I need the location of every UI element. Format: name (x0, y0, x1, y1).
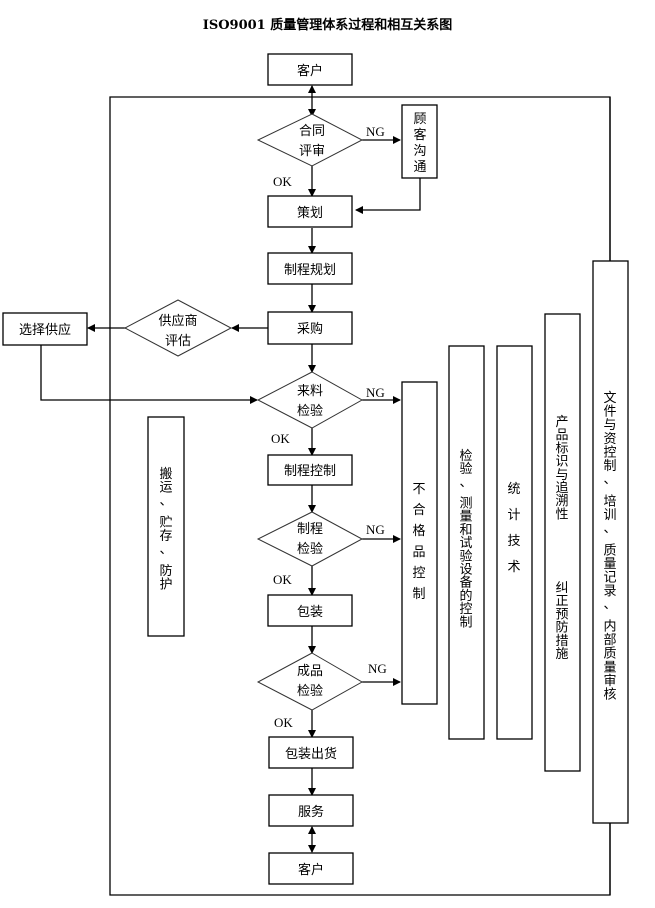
node-supplier-evaluation[interactable]: 供应商 评估 (123, 299, 233, 357)
node-label-line1: 成品 (297, 664, 323, 679)
node-label: 制程控制 (284, 464, 336, 479)
node-customer-bottom[interactable]: 客户 (268, 852, 354, 885)
node-label-line1: 制程 (297, 522, 323, 537)
node-document-control[interactable]: 文件与资控制、培训、质量记录、内部质量审核 (592, 260, 629, 824)
node-label: 检验、测量和试验设备的控制 (459, 449, 472, 630)
node-purchasing[interactable]: 采购 (267, 311, 353, 345)
node-label-line2: 检验 (297, 403, 323, 419)
node-handling-storage[interactable]: 搬运、贮存、防护 (147, 416, 185, 637)
node-incoming-inspection[interactable]: 来料 检验 (256, 371, 364, 429)
node-label: 策划 (297, 205, 323, 221)
ok-label-final: OK (274, 715, 293, 730)
edge-select-incoming (40, 345, 258, 404)
ok-label-contract: OK (273, 174, 292, 189)
system-boundary (109, 96, 611, 896)
node-process-planning[interactable]: 制程规划 (267, 252, 353, 285)
node-label: 客户 (298, 862, 324, 878)
node-label-line2: 评审 (299, 144, 325, 159)
node-label: 包装 (297, 605, 323, 620)
node-customer-communication[interactable]: 顾客沟通 (401, 104, 438, 179)
node-label: 客户 (297, 63, 323, 79)
edge-communication-planning (355, 178, 421, 214)
node-nonconforming-control[interactable]: 不合格品控制 (401, 381, 438, 705)
node-service[interactable]: 服务 (268, 794, 354, 827)
node-label: 选择供应 (19, 322, 71, 338)
node-label-line2: 评估 (165, 334, 191, 349)
node-label: 产品标识与追溯性 (555, 415, 568, 522)
connectors (40, 85, 611, 895)
node-label: 包装出货 (285, 746, 337, 762)
ng-label-contract: NG (366, 124, 385, 139)
ok-label-process: OK (273, 572, 292, 587)
node-label: 不合格品控制 (412, 482, 425, 602)
node-process-control[interactable]: 制程控制 (267, 454, 353, 486)
node-packaging[interactable]: 包装 (267, 594, 353, 627)
node-statistical-techniques[interactable]: 统计技术 (496, 345, 533, 740)
node-customer-top[interactable]: 客户 (267, 53, 353, 86)
ok-label-incoming: OK (271, 431, 290, 446)
node-label: 统计技术 (507, 482, 520, 575)
node-label-line1: 来料 (297, 384, 323, 399)
node-planning[interactable]: 策划 (267, 195, 353, 228)
node-label: 顾客沟通 (413, 112, 426, 175)
node-label: 文件与资控制、培训、质量记录、内部质量审核 (603, 391, 616, 702)
node-label-line1: 合同 (299, 124, 325, 139)
node-label-line1: 供应商 (158, 313, 197, 329)
node-select-supplier[interactable]: 选择供应 (2, 312, 88, 346)
node-label: 搬运、贮存、防护 (159, 467, 172, 593)
node-label: 采购 (297, 321, 323, 337)
ng-label-incoming: NG (366, 385, 385, 400)
node-packing-shipping[interactable]: 包装出货 (268, 736, 354, 769)
node-process-inspection[interactable]: 制程 检验 (256, 511, 364, 567)
node-label-line2: 检验 (297, 541, 323, 557)
node-inspection-equipment[interactable]: 检验、测量和试验设备的控制 (448, 345, 485, 740)
node-label-line2: 检验 (297, 683, 323, 699)
diagram-title: ISO9001 质量管理体系过程和相互关系图 (202, 18, 453, 33)
node-product-traceability[interactable]: 产品标识与追溯性 纠正预防措施 (544, 313, 581, 772)
node-label: 制程规划 (284, 263, 336, 278)
node-label: 服务 (298, 804, 324, 820)
node-contract-review[interactable]: 合同 评审 (256, 113, 364, 167)
ng-label-final: NG (368, 661, 387, 676)
node-label-2: 纠正预防措施 (555, 581, 568, 662)
ng-label-process: NG (366, 522, 385, 537)
node-final-inspection[interactable]: 成品 检验 (256, 652, 364, 711)
